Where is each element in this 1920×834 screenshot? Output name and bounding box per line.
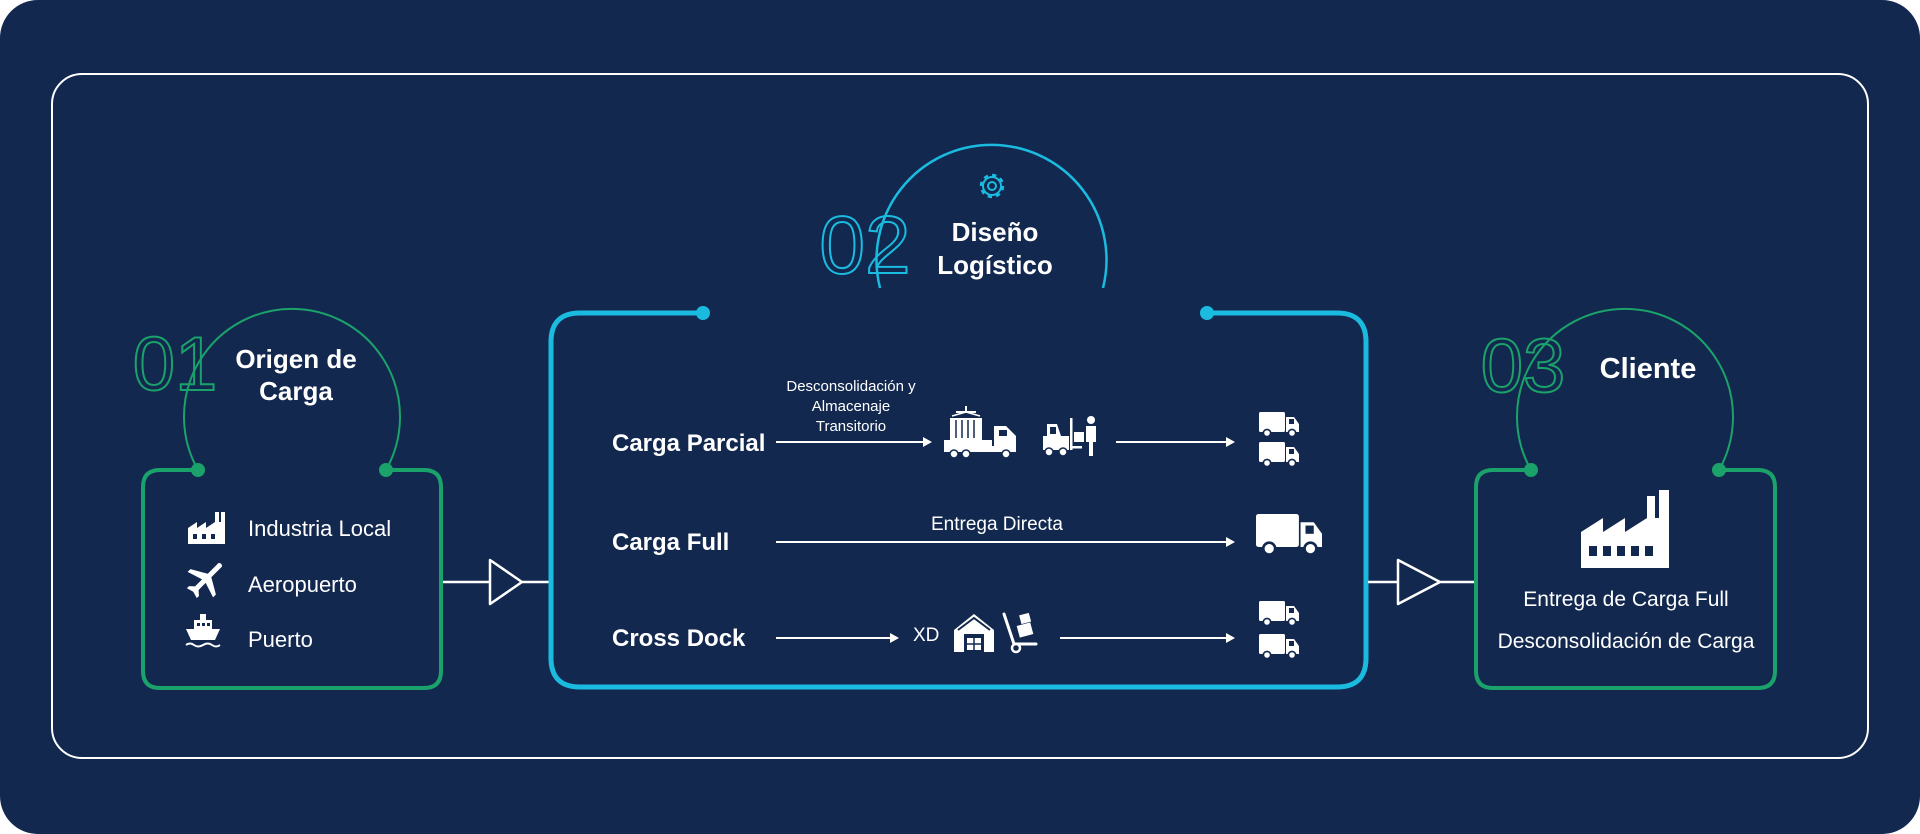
stage1-title-line2: Carga	[259, 376, 333, 406]
stage3-box-dot-right	[1712, 463, 1726, 477]
factory-icon	[1581, 490, 1669, 568]
stage1-circle	[183, 307, 401, 471]
stage3-line-2: Desconsolidación de Carga	[1498, 630, 1755, 653]
row-cross-dock-tag: XD	[913, 625, 939, 646]
row-carga-full-label: Carga Full	[612, 529, 729, 556]
stage1-title-line1: Origen de	[235, 344, 356, 374]
stage3-line-1: Entrega de Carga Full	[1523, 588, 1728, 611]
row-cross-dock-label: Cross Dock	[612, 625, 746, 652]
stage2-circle	[875, 143, 1108, 289]
stage1-box-dot-left	[191, 463, 205, 477]
stage3-title: Cliente	[1600, 353, 1697, 385]
row-carga-parcial-arrow-1	[776, 437, 932, 447]
stage2-title-line1: Diseño	[952, 217, 1039, 247]
stage2-box-dot-left	[696, 306, 710, 320]
row-carga-parcial-note-3: Transitorio	[816, 418, 886, 435]
stage1-item-2-label: Aeropuerto	[248, 572, 357, 597]
factory-icon	[188, 512, 225, 544]
flow-arrow-1	[443, 558, 549, 606]
stage2-title-line2: Logístico	[937, 250, 1053, 280]
stage1-item-3-label: Puerto	[248, 627, 313, 652]
stage2-box	[548, 310, 1369, 690]
stage-origen-de-carga: 01 Origen de Carga Industria Local Aerop…	[132, 307, 443, 690]
hand-truck-icon	[1002, 612, 1038, 654]
stage2-number: 02	[819, 200, 910, 291]
stage-diseno-logistico: 02 Diseño Logístico Carga Parcial Descon…	[548, 143, 1369, 690]
row-cross-dock-arrow-1	[776, 633, 899, 643]
stage1-item-1-label: Industria Local	[248, 516, 391, 541]
row-carga-parcial-note-1: Desconsolidación y	[786, 378, 916, 395]
forklift-icon	[1043, 416, 1096, 457]
row-carga-parcial-note-2: Almacenaje	[812, 398, 890, 415]
stage2-box-dot-right	[1200, 306, 1214, 320]
row-carga-parcial-label: Carga Parcial	[612, 430, 765, 457]
row-cross-dock-arrow-2	[1060, 633, 1235, 643]
stage-cliente: 03 Cliente Entrega de Carga Full Descons…	[1474, 307, 1777, 690]
stage3-number: 03	[1481, 324, 1566, 409]
gear-icon	[979, 173, 1005, 199]
row-carga-parcial-arrow-2	[1116, 437, 1235, 447]
stage3-box	[1474, 468, 1777, 690]
flow-arrow-2	[1368, 558, 1474, 606]
stage1-number: 01	[133, 322, 218, 407]
stage1-box-dot-right	[379, 463, 393, 477]
ship-icon	[185, 614, 221, 648]
row-carga-full-note: Entrega Directa	[931, 514, 1063, 535]
stage3-circle	[1516, 307, 1734, 471]
stage1-box	[141, 468, 443, 690]
stage3-box-dot-left	[1524, 463, 1538, 477]
container-truck-icon	[944, 406, 1016, 459]
row-carga-full-arrow	[776, 537, 1235, 547]
inner-frame	[51, 73, 1869, 759]
airplane-icon	[186, 563, 222, 599]
warehouse-icon	[954, 614, 994, 652]
